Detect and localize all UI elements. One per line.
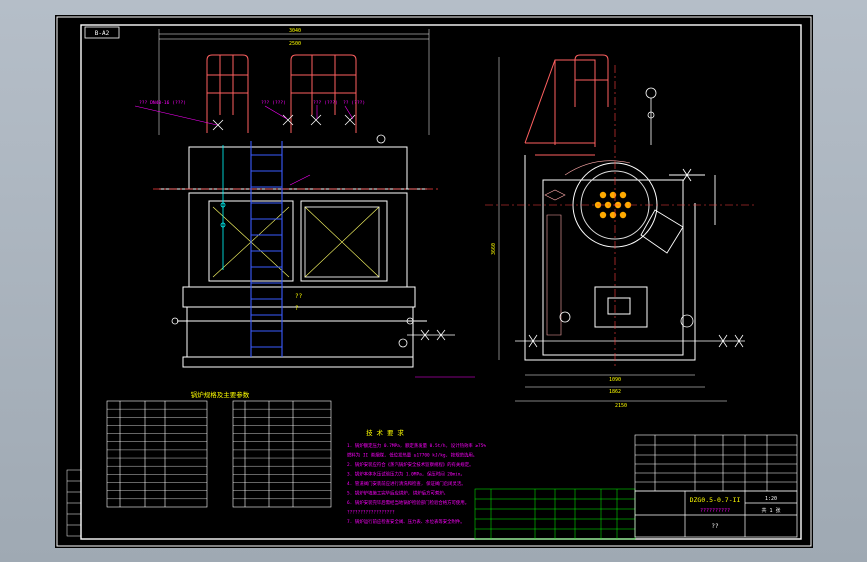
side-platform-railings: [524, 54, 609, 156]
front-inner-width: 2500: [289, 41, 301, 47]
tech-requirements: 1. 锅炉额定压力 0.7MPa, 额定蒸发量 0.5t/h, 设计热效率 ≥7…: [347, 442, 486, 525]
front-platform-railings: [206, 54, 357, 133]
side-dim-3: 2150: [615, 403, 627, 409]
side-blowdown-pipes: [515, 311, 745, 348]
front-callout-4: ?? (???): [343, 100, 365, 106]
outer-frame: [56, 16, 812, 547]
ladder-label-1: ??: [295, 293, 303, 300]
param-table-left: [106, 400, 208, 508]
title-block: [634, 490, 798, 538]
tech-line: ??????????????????: [347, 510, 395, 516]
title-block-model: DZG0.5-0.7-II: [690, 496, 741, 504]
drawing-sheet: B-A2 3040 2500: [55, 15, 813, 548]
tech-line: 5. 锅炉炉墙施工完毕后应烘炉, 烘炉后方可煮炉。: [347, 490, 448, 497]
tech-line: 7. 锅炉运行前应检查安全阀、压力表、水位表等安全附件。: [347, 518, 465, 525]
side-pressure-gauge: [645, 87, 657, 145]
front-callout-2: ??? (???): [261, 100, 286, 106]
boiler-assembly-drawing: B-A2 3040 2500: [56, 16, 812, 547]
inner-frame: [80, 24, 802, 540]
side-view: 3660 1090 1862 2150: [485, 54, 755, 409]
front-callout-1: ??? DN40-16 (???): [139, 100, 186, 106]
front-overall-width: 3040: [289, 28, 301, 34]
revision-strip: [66, 469, 82, 537]
front-callout-leaders: [134, 105, 354, 186]
side-dimension-lines: [498, 57, 727, 402]
front-boiler-body: [159, 146, 427, 368]
title-block-sheet: ??: [711, 523, 719, 530]
param-table-rows: [107, 408, 331, 499]
front-ladder: [250, 141, 283, 357]
param-table-title: 锅炉规格及主要参数: [191, 390, 250, 399]
drawing-number-box: [84, 26, 120, 39]
front-view: 3040 2500: [134, 28, 475, 378]
front-top-valves: [212, 114, 386, 144]
side-fire-tubes: [594, 191, 632, 219]
front-feed-pipe: [171, 317, 455, 348]
tech-line: 6. 锅炉安装完毕后需经当地锅炉检验部门检验合格方可使用。: [347, 499, 469, 506]
title-block-scale: 1:20: [765, 496, 777, 502]
title-block-sub: ??????????: [700, 508, 730, 514]
tech-line: 2. 锅炉安装应符合《蒸汽锅炉安全技术监察规程》的有关规定。: [347, 461, 473, 468]
side-boiler-shell: [524, 155, 696, 361]
front-callout-3: ??? (???): [313, 100, 338, 106]
param-table-right: [232, 400, 332, 508]
front-water-gauge: [220, 145, 226, 270]
ladder-label-2: ?: [295, 305, 299, 312]
tech-line: 1. 锅炉额定压力 0.7MPa, 额定蒸发量 0.5t/h, 设计热效率 ≥7…: [347, 442, 486, 449]
side-height-dim: 3660: [491, 243, 497, 255]
tech-title: 技 术 要 求: [366, 428, 404, 437]
tech-line: 燃料为 II 类烟煤, 低位发热量 ≥17700 kJ/kg, 按规范选用。: [347, 452, 477, 459]
parts-list: [474, 488, 636, 540]
side-dim-1: 1090: [609, 377, 621, 383]
side-refractory-lining: [544, 160, 631, 336]
drawing-number-text: B-A2: [95, 30, 110, 37]
tech-line: 4. 管道阀门安装前应进行清洗和检查, 保证阀门启闭灵活。: [347, 480, 466, 487]
side-chute: [640, 168, 716, 254]
bom-table: [634, 434, 798, 492]
title-block-right: 共 1 张: [761, 507, 780, 514]
side-dim-2: 1862: [609, 389, 621, 395]
tech-line: 3. 锅炉本体水压试验压力为 1.0MPa, 保压时间 20min。: [347, 471, 465, 478]
